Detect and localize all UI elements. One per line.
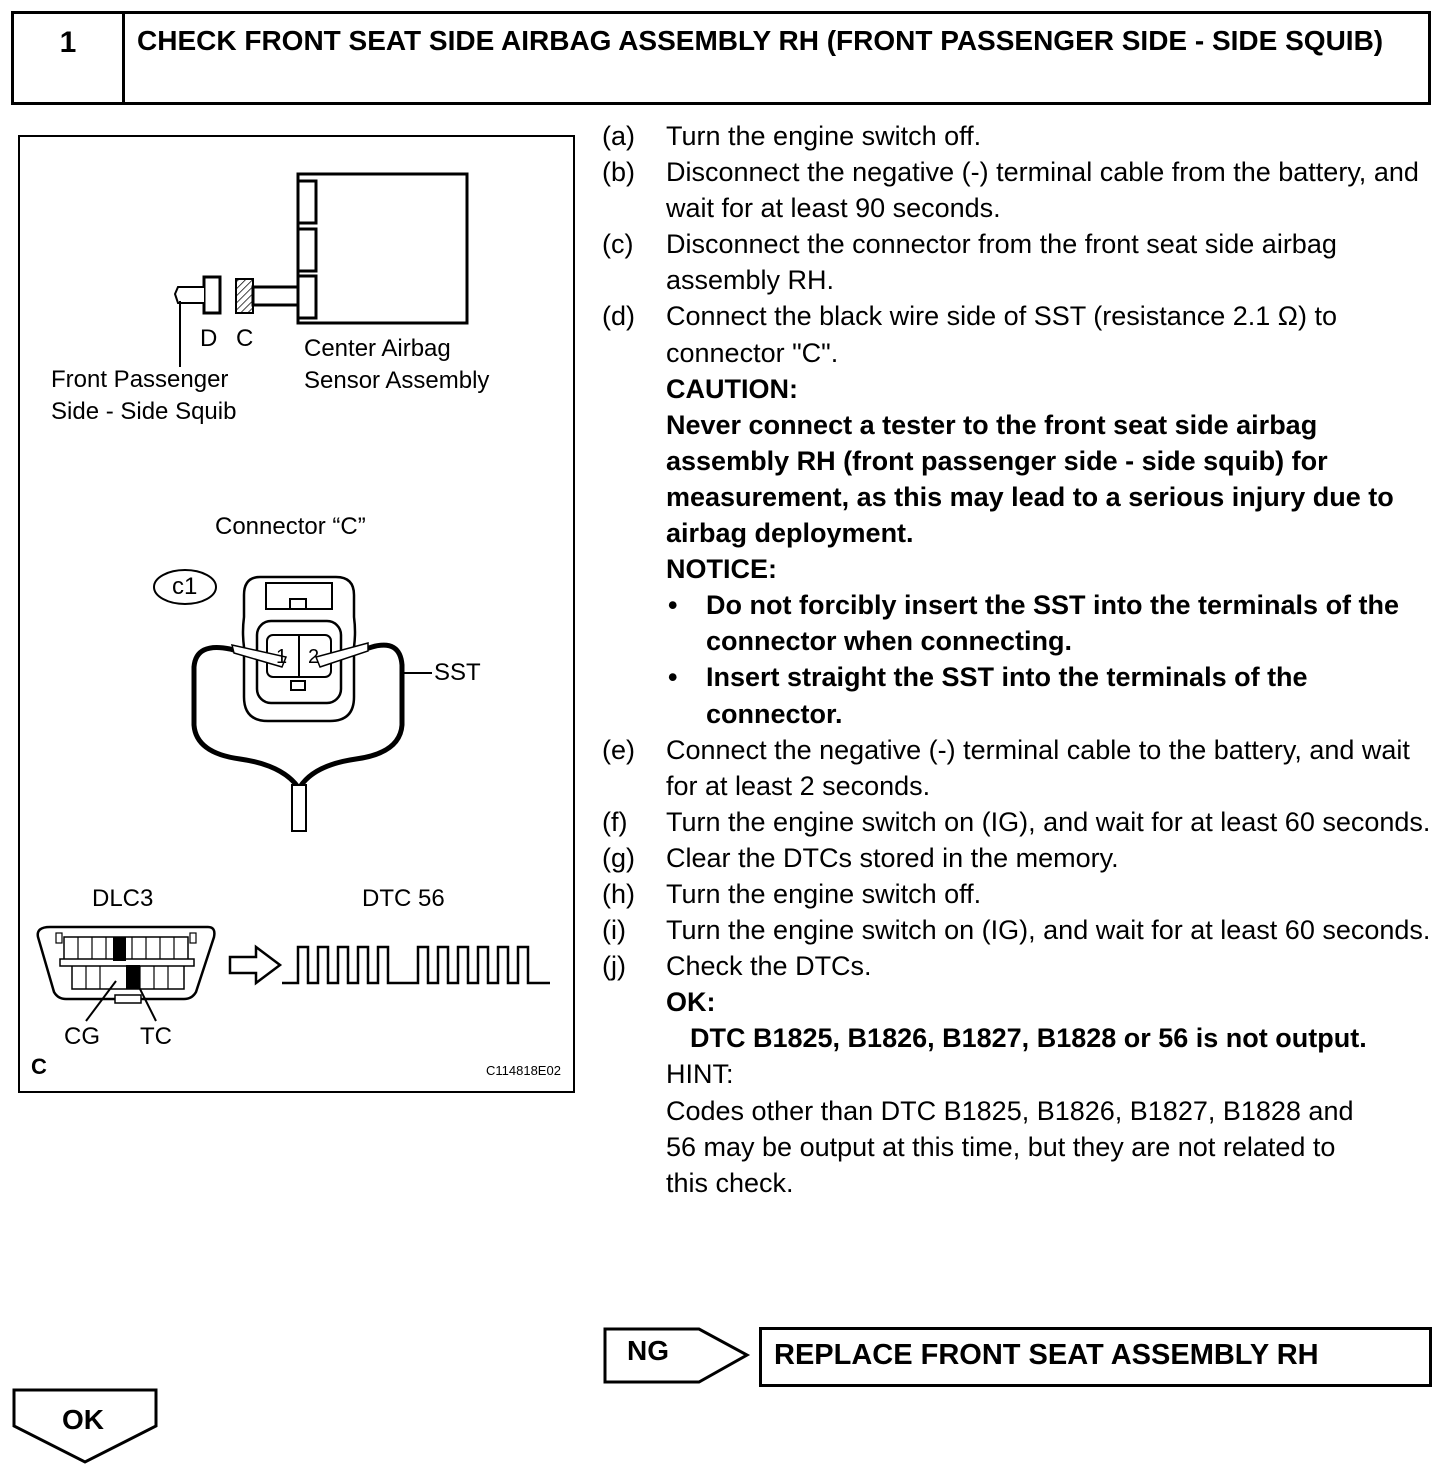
step-text: Turn the engine switch off. <box>666 121 982 151</box>
dtc-56-waveform <box>282 945 550 985</box>
notice-text: Do not forcibly insert the SST into the … <box>706 590 1400 657</box>
sensor-connector-slot-3 <box>296 274 318 320</box>
step-label: (c) <box>602 229 634 260</box>
center-sensor-line1: Center Airbag <box>304 335 451 362</box>
connector-latch-tab <box>289 598 307 610</box>
step-row: (a) Turn the engine switch off. <box>602 118 1442 154</box>
dlc3-center-bar <box>59 958 195 967</box>
ng-label: NG <box>627 1335 669 1366</box>
step-row: (f) Turn the engine switch on (IG), and w… <box>602 804 1442 840</box>
step-label: (a) <box>602 121 635 151</box>
ok-criteria: DTC B1825, B1826, B1827, B1828 or 56 is … <box>690 1023 1367 1054</box>
bullet-icon: • <box>668 662 678 693</box>
notice-item: • Insert straight the SST into the termin… <box>602 659 1442 731</box>
step-text: Turn the engine switch off. <box>666 878 982 909</box>
connector-title: Connector “C” <box>215 513 366 540</box>
step-label: (h) <box>602 878 635 909</box>
procedure-steps: (a) Turn the engine switch off. (b) Discon… <box>602 118 1442 1201</box>
connector-d <box>202 275 222 315</box>
front-squib-line1: Front Passenger <box>51 366 229 393</box>
step-row: (j) Check the DTCs. <box>602 948 1442 984</box>
caution-heading: CAUTION: <box>666 373 798 404</box>
dlc3-label: DLC3 <box>92 885 154 912</box>
center-sensor-line2: Sensor Assembly <box>304 367 490 394</box>
figure-corner-letter: C <box>31 1054 47 1079</box>
sst-cable <box>291 784 307 832</box>
figure-code: C114818E02 <box>486 1063 561 1078</box>
sst-probe-left <box>230 644 288 668</box>
dtc-arrow <box>228 944 283 986</box>
caution-text: Never connect a tester to the front seat… <box>666 409 1394 549</box>
connector-latch <box>265 582 333 610</box>
step-label: (b) <box>602 157 635 188</box>
step-title: CHECK FRONT SEAT SIDE AIRBAG ASSEMBLY RH… <box>137 25 1384 56</box>
step-label: (e) <box>602 734 635 765</box>
step-header: 1 CHECK FRONT SEAT SIDE AIRBAG ASSEMBLY … <box>11 11 1431 105</box>
dlc3-latch <box>114 994 142 1004</box>
notice-item: • Do not forcibly insert the SST into the… <box>602 587 1442 659</box>
connector-c <box>235 278 254 314</box>
label-d: D <box>200 325 218 352</box>
step-row: (h) Turn the engine switch off. <box>602 876 1442 912</box>
tc-leader-line <box>131 972 157 1022</box>
tc-label: TC <box>140 1023 172 1050</box>
sst-probe-right <box>314 642 369 668</box>
connector-key <box>290 680 306 691</box>
squib-plug <box>173 286 204 304</box>
step-text: Clear the DTCs stored in the memory. <box>666 842 1119 873</box>
step-label: (j) <box>602 951 626 982</box>
step-text: Turn the engine switch on (IG), and wait… <box>666 806 1431 837</box>
step-text: Turn the engine switch on (IG), and wait… <box>666 915 1431 946</box>
sst-wire-right <box>297 642 405 789</box>
ok-label: OK <box>62 1404 104 1435</box>
pin-1-label: 1 <box>276 646 288 668</box>
ng-branch-arrow[interactable]: NG <box>603 1327 751 1384</box>
cg-leader-line <box>85 980 117 1022</box>
step-text: Connect the negative (-) terminal cable … <box>666 734 1410 801</box>
connector-tag: c1 <box>172 573 198 600</box>
notice-text: Insert straight the SST into the termina… <box>706 662 1308 729</box>
step-number: 1 <box>14 14 125 102</box>
wiring-figure: D C Center Airbag Sensor Assembly Front … <box>18 135 575 1093</box>
pin-2-label: 2 <box>308 646 320 668</box>
step-label: (d) <box>602 301 635 332</box>
ok-branch-arrow[interactable]: OK <box>12 1388 158 1464</box>
connector-c-wire <box>251 285 300 307</box>
step-text: Disconnect the connector from the front … <box>666 229 1337 296</box>
sst-label: SST <box>434 659 481 686</box>
step-row: (c) Disconnect the connector from the fro… <box>602 226 1442 298</box>
label-c: C <box>236 325 254 352</box>
sensor-connector-slot-2 <box>296 227 318 273</box>
step-text: Disconnect the negative (-) terminal cab… <box>666 157 1419 224</box>
step-row: (e) Connect the negative (-) terminal cab… <box>602 732 1442 804</box>
step-label: (i) <box>602 915 626 946</box>
notice-heading: NOTICE: <box>666 554 777 585</box>
center-airbag-sensor-box <box>296 172 469 325</box>
ng-arrow-icon <box>603 1327 751 1384</box>
step-row: (d) Connect the black wire side of SST (r… <box>602 298 1442 370</box>
figure-drawing <box>36 172 550 1022</box>
step-row: (i) Turn the engine switch on (IG), and w… <box>602 912 1442 948</box>
step-row: (g) Clear the DTCs stored in the memory. <box>602 840 1442 876</box>
step-label: (f) <box>602 806 628 837</box>
sst-wire-left <box>191 645 301 789</box>
front-squib-line2: Side - Side Squib <box>51 398 237 425</box>
tag-ellipse <box>153 569 217 605</box>
ng-action-box: REPLACE FRONT SEAT ASSEMBLY RH <box>759 1327 1432 1387</box>
step-text: Connect the black wire side of SST (resi… <box>666 301 1337 368</box>
sensor-connector-slot-1 <box>296 179 318 225</box>
ok-arrow-icon <box>12 1388 158 1464</box>
dlc3-pin-tc-top <box>113 937 126 961</box>
hint-heading: HINT: <box>666 1059 734 1090</box>
step-row: (b) Disconnect the negative (-) terminal … <box>602 154 1442 226</box>
cg-label: CG <box>64 1023 100 1050</box>
ok-heading: OK: <box>666 987 716 1018</box>
bullet-icon: • <box>668 590 678 621</box>
hint-text: Codes other than DTC B1825, B1826, B1827… <box>666 1095 1354 1198</box>
step-label: (g) <box>602 842 635 873</box>
step-text: Check the DTCs. <box>666 951 872 982</box>
dtc-56-label: DTC 56 <box>362 885 445 912</box>
